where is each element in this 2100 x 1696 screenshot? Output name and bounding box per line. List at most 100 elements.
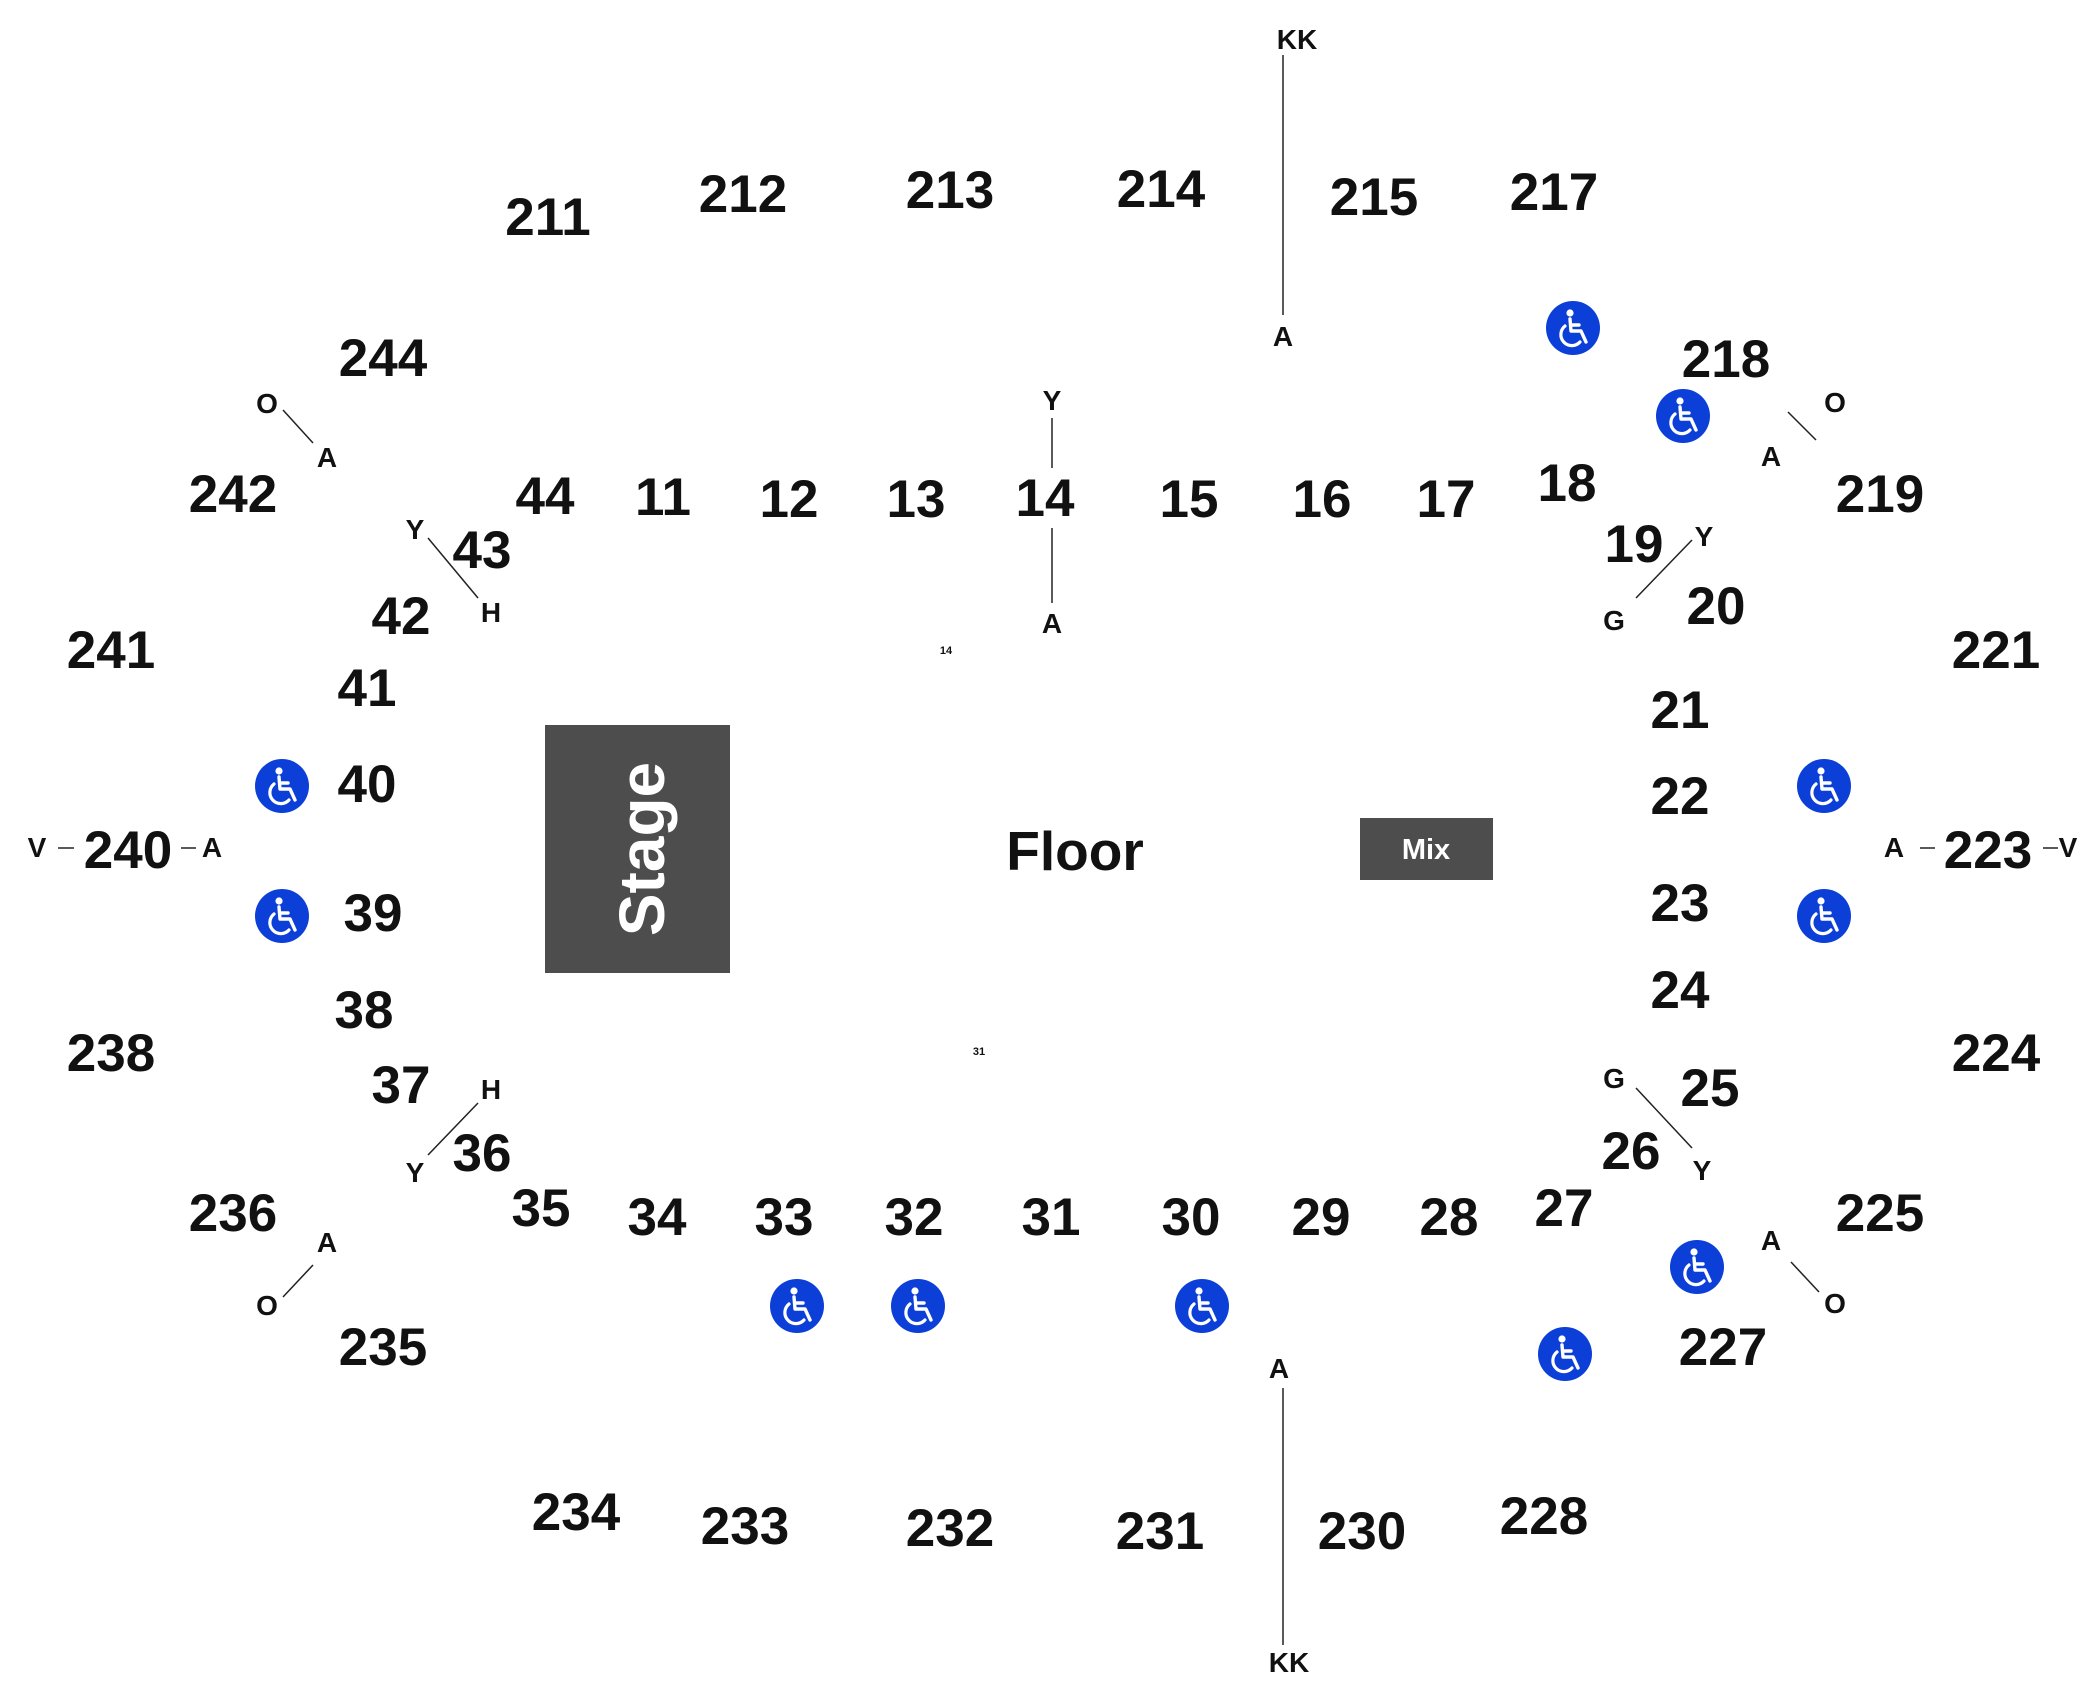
row-marker-a-14: A: [1042, 608, 1062, 639]
section-213[interactable]: 213: [906, 161, 994, 220]
section-21[interactable]: 21: [1651, 681, 1710, 740]
section-235[interactable]: 235: [339, 1318, 427, 1377]
section-22[interactable]: 22: [1651, 767, 1710, 826]
wheelchair-icon[interactable]: [770, 1279, 824, 1333]
section-36[interactable]: 36: [453, 1124, 512, 1183]
section-13[interactable]: 13: [887, 470, 946, 529]
row-marker-o-bottom-right: O: [1824, 1288, 1846, 1319]
section-241[interactable]: 241: [67, 621, 155, 680]
lower-level-sections: 44 11 12 13 14 15 16 17 18 19 20 21 22 2…: [335, 454, 1746, 1247]
section-232[interactable]: 232: [906, 1499, 994, 1558]
wheelchair-icon[interactable]: [1538, 1327, 1592, 1381]
section-214[interactable]: 214: [1117, 160, 1206, 219]
stage[interactable]: Stage: [545, 725, 730, 973]
wheelchair-icon[interactable]: [1546, 301, 1600, 355]
mini-label-31: 31: [973, 1046, 985, 1058]
section-26[interactable]: 26: [1602, 1122, 1661, 1181]
wheelchair-icon[interactable]: [255, 889, 309, 943]
section-224[interactable]: 224: [1952, 1024, 2041, 1083]
section-228[interactable]: 228: [1500, 1487, 1588, 1546]
section-40[interactable]: 40: [338, 755, 397, 814]
row-marker-y-37: Y: [406, 1157, 425, 1188]
mix-position[interactable]: Mix: [1360, 818, 1493, 880]
wheelchair-icon[interactable]: [255, 759, 309, 813]
section-212[interactable]: 212: [699, 165, 787, 224]
section-236[interactable]: 236: [189, 1184, 277, 1243]
section-27[interactable]: 27: [1535, 1179, 1594, 1238]
row-marker-v-left: V: [28, 832, 47, 863]
row-marker-a-bottom-left: A: [317, 1227, 337, 1258]
section-35[interactable]: 35: [512, 1179, 571, 1238]
section-38[interactable]: 38: [335, 981, 394, 1040]
row-marker-a-bottom-right: A: [1761, 1225, 1781, 1256]
section-11[interactable]: 11: [635, 468, 691, 527]
row-marker-a-top-left: A: [317, 442, 337, 473]
section-12[interactable]: 12: [760, 470, 819, 529]
section-242[interactable]: 242: [189, 465, 277, 524]
section-31[interactable]: 31: [1022, 1188, 1081, 1247]
upper-level-sections: 211 212 213 214 215 217 218 219 221 223 …: [67, 160, 2041, 1561]
row-marker-a-bottom: A: [1269, 1353, 1289, 1384]
row-markers: KK A Y A O A O A Y H Y G V A A V H Y G Y…: [28, 24, 2078, 1678]
section-32[interactable]: 32: [885, 1188, 944, 1247]
section-23[interactable]: 23: [1651, 874, 1710, 933]
wheelchair-icon[interactable]: [1797, 889, 1851, 943]
section-39[interactable]: 39: [344, 884, 403, 943]
section-227[interactable]: 227: [1679, 1318, 1767, 1377]
section-238[interactable]: 238: [67, 1024, 155, 1083]
section-42[interactable]: 42: [372, 587, 431, 646]
section-215[interactable]: 215: [1330, 168, 1418, 227]
section-30[interactable]: 30: [1162, 1188, 1221, 1247]
section-234[interactable]: 234: [532, 1483, 621, 1542]
section-240[interactable]: 240: [84, 821, 172, 880]
mini-label-14: 14: [940, 645, 953, 657]
section-233[interactable]: 233: [701, 1497, 789, 1556]
section-16[interactable]: 16: [1293, 470, 1352, 529]
row-marker-y-14: Y: [1043, 385, 1062, 416]
section-217[interactable]: 217: [1510, 163, 1598, 222]
section-33[interactable]: 33: [755, 1188, 814, 1247]
section-18[interactable]: 18: [1538, 454, 1597, 513]
section-41[interactable]: 41: [338, 659, 397, 718]
section-24[interactable]: 24: [1651, 961, 1710, 1020]
section-43[interactable]: 43: [453, 521, 512, 580]
section-211[interactable]: 211: [505, 188, 591, 247]
section-244[interactable]: 244: [339, 329, 428, 388]
floor-label[interactable]: Floor: [1006, 820, 1143, 882]
section-223[interactable]: 223: [1944, 821, 2032, 880]
accessible-seating-icons: [255, 301, 1851, 1381]
section-19[interactable]: 19: [1605, 515, 1664, 574]
row-connector-lines: [58, 55, 2058, 1645]
section-44[interactable]: 44: [516, 467, 575, 526]
section-231[interactable]: 231: [1116, 1502, 1204, 1561]
row-marker-g-19: G: [1603, 605, 1625, 636]
section-15[interactable]: 15: [1160, 470, 1219, 529]
row-marker-a-240: A: [202, 832, 222, 863]
section-221[interactable]: 221: [1952, 621, 2040, 680]
section-225[interactable]: 225: [1836, 1184, 1924, 1243]
section-219[interactable]: 219: [1836, 465, 1924, 524]
row-marker-g-25: G: [1603, 1063, 1625, 1094]
row-marker-y-19: Y: [1695, 521, 1714, 552]
wheelchair-icon[interactable]: [891, 1279, 945, 1333]
row-marker-h-37: H: [481, 1074, 501, 1105]
wheelchair-icon[interactable]: [1656, 389, 1710, 443]
section-14[interactable]: 14: [1016, 469, 1075, 528]
row-marker-a-top: A: [1273, 321, 1293, 352]
wheelchair-icon[interactable]: [1175, 1279, 1229, 1333]
section-37[interactable]: 37: [372, 1056, 431, 1115]
row-marker-a-top-right: A: [1761, 441, 1781, 472]
section-17[interactable]: 17: [1417, 470, 1476, 529]
section-20[interactable]: 20: [1687, 577, 1746, 636]
section-218[interactable]: 218: [1682, 330, 1770, 389]
wheelchair-icon[interactable]: [1670, 1240, 1724, 1294]
row-marker-a-223: A: [1884, 832, 1904, 863]
section-34[interactable]: 34: [628, 1188, 687, 1247]
wheelchair-icon[interactable]: [1797, 759, 1851, 813]
section-29[interactable]: 29: [1292, 1188, 1351, 1247]
section-28[interactable]: 28: [1420, 1188, 1479, 1247]
section-230[interactable]: 230: [1318, 1502, 1406, 1561]
row-marker-o-top-right: O: [1824, 387, 1846, 418]
section-25[interactable]: 25: [1681, 1059, 1740, 1118]
